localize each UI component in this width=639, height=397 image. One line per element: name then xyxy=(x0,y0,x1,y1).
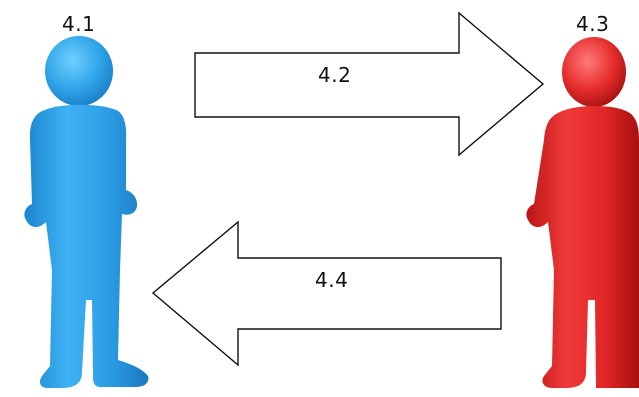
left-person-label: 4.1 xyxy=(62,12,96,36)
right-person-label: 4.3 xyxy=(576,12,610,36)
person-figure-icon xyxy=(526,37,639,388)
arrow-right-icon xyxy=(194,11,545,157)
right-person-head xyxy=(562,37,626,107)
top-arrow xyxy=(194,11,545,157)
person-figure-icon xyxy=(24,36,149,388)
left-person-head xyxy=(45,36,113,106)
right-person-figure xyxy=(526,37,639,388)
right-person-body xyxy=(526,106,639,388)
left-person-figure xyxy=(24,36,149,388)
left-person-body xyxy=(24,104,149,388)
bottom-arrow xyxy=(151,220,502,367)
bottom-arrow-label: 4.4 xyxy=(315,268,349,292)
arrow-left-icon xyxy=(151,220,502,367)
top-arrow-label: 4.2 xyxy=(318,63,352,87)
